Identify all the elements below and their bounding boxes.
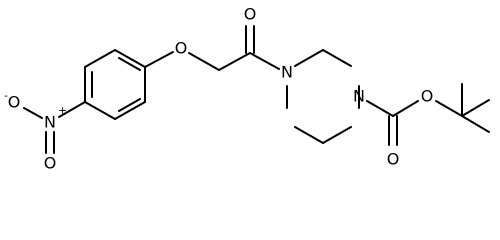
nitro-oxygen-top-label: O <box>8 93 21 112</box>
tbutyl-methyl-bond <box>461 99 490 117</box>
piperazine-bond <box>294 126 324 144</box>
ring-bond <box>84 101 116 120</box>
ring-bond <box>114 49 146 68</box>
carbamate-carbonyl-oxygen-label: O <box>387 150 400 169</box>
aromatic-inner-bond <box>118 98 141 112</box>
nitrogen-carbamate-bond <box>366 100 394 117</box>
aromatic-inner-bond <box>118 57 141 71</box>
ring-nitro-bond <box>58 101 86 118</box>
piperazine-nitrogen-amide-label: N <box>281 63 293 82</box>
ether-oxygen-label: O <box>175 39 188 58</box>
chemical-structure-diagram: O O N N O O N + O - O <box>4 5 490 173</box>
aryl-ether-bond <box>144 51 174 68</box>
ch2-carbonyl-bond <box>218 52 251 71</box>
nitro-nitrogen-label: N <box>44 113 56 132</box>
piperazine-bond <box>322 126 352 144</box>
ring-bond <box>84 49 116 68</box>
ester-oxygen-label: O <box>421 87 434 106</box>
amide-carbonyl-oxygen-label: O <box>244 5 257 24</box>
tert-butyl-group <box>461 83 490 133</box>
piperazine-bond <box>322 49 352 67</box>
ether-ch2-bond <box>188 52 220 71</box>
nitro-nitrogen-charge: + <box>58 104 67 117</box>
oxygen-tbutyl-bond <box>435 100 463 117</box>
ring-bond <box>114 101 146 120</box>
nitro-oxygen-top-bond <box>23 107 43 119</box>
nitro-oxygen-bottom-label: O <box>44 154 57 173</box>
tbutyl-methyl-bond <box>461 115 490 133</box>
carbamate-ester-bond <box>392 100 419 117</box>
piperazine-ring <box>286 49 360 144</box>
piperazine-nitrogen-carbamate-label: N <box>353 87 365 106</box>
carbonyl-nitrogen-bond <box>249 52 280 70</box>
benzene-ring <box>84 49 146 120</box>
nitro-oxygen-top-charge: - <box>4 89 8 102</box>
piperazine-bond <box>294 49 324 67</box>
